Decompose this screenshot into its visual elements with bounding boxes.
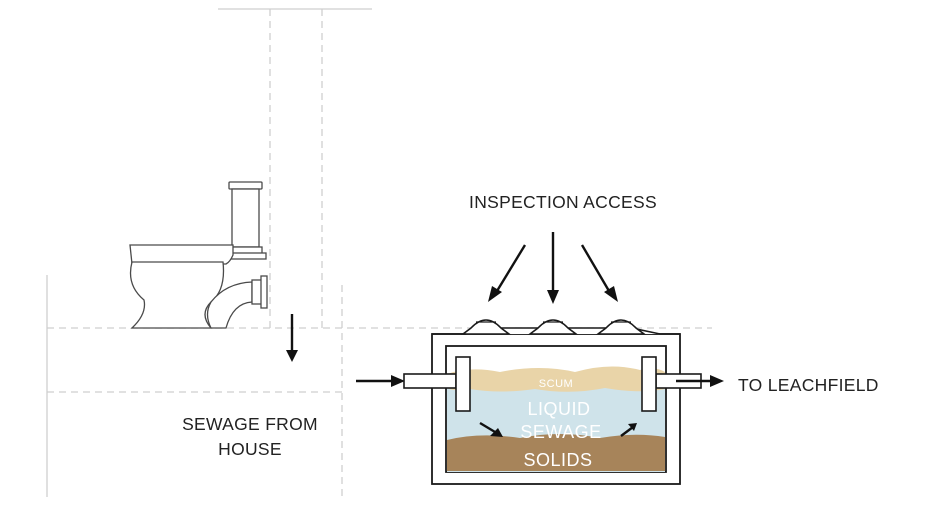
septic-tank: SCUM LIQUID SEWAGE SOLIDS [403, 333, 702, 485]
inspection-arrow-right-icon [580, 244, 618, 302]
to-leachfield-label: TO LEACHFIELD [738, 375, 879, 395]
liquid-label: LIQUID [527, 399, 590, 419]
outlet-baffle [641, 356, 657, 412]
inflow-arrow-icon [356, 375, 405, 387]
sewage-from-house-label-line2: HOUSE [218, 439, 282, 459]
scum-layer [447, 366, 665, 392]
toilet-icon [129, 181, 268, 329]
sewage-from-house-label-line1: SEWAGE FROM [182, 414, 318, 434]
solids-label: SOLIDS [523, 450, 592, 470]
inspection-access-label: INSPECTION ACCESS [469, 192, 657, 212]
inspection-arrow-center-icon [547, 232, 559, 304]
inspection-access-lid [432, 319, 680, 335]
inspection-port-2 [527, 319, 579, 335]
down-arrow-icon [286, 314, 298, 362]
outflow-arrow-icon [676, 375, 724, 387]
scum-label: SCUM [539, 378, 573, 390]
sewage-label: SEWAGE [520, 422, 601, 442]
inspection-port-1 [460, 319, 512, 335]
inlet-baffle [455, 356, 471, 412]
solids-layer [447, 434, 665, 471]
inlet-pipe [403, 373, 457, 389]
inspection-port-3 [595, 319, 647, 335]
inspection-arrow-left-icon [488, 244, 527, 302]
rising-arrow-icon [620, 423, 637, 437]
settling-arrow-icon [479, 421, 503, 437]
